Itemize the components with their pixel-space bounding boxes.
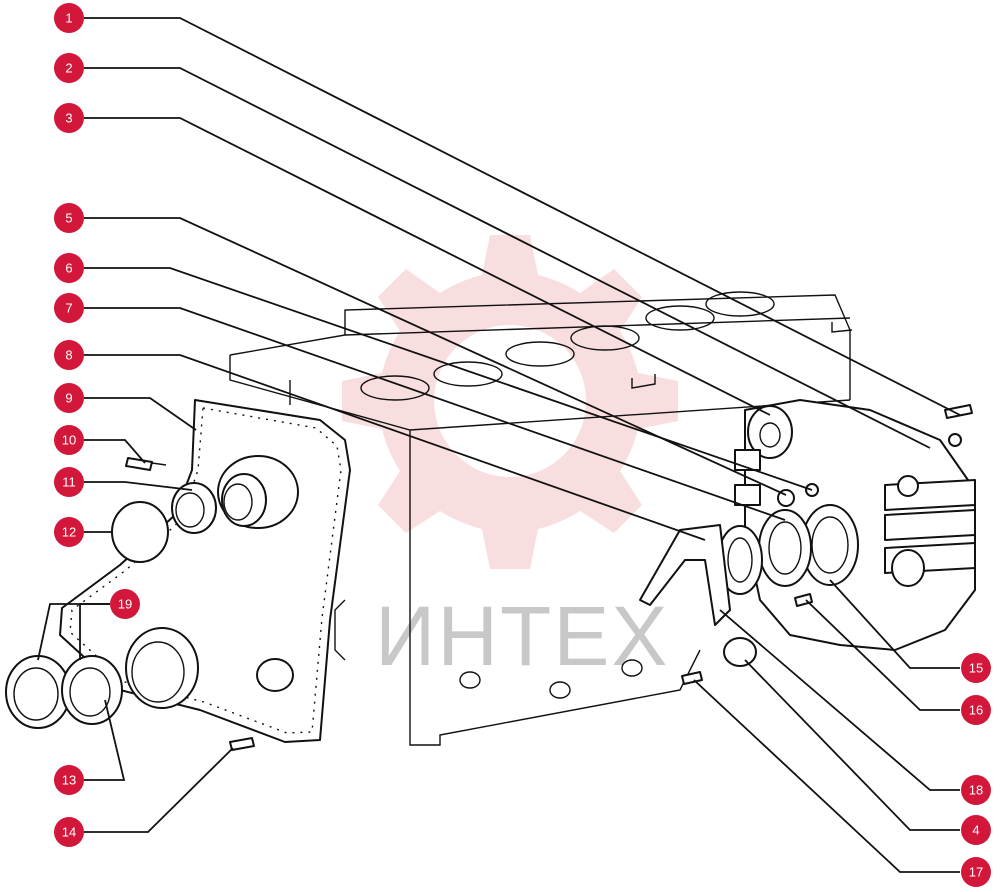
rear-housing [734,399,976,651]
bolt-bottom [229,737,255,751]
svg-text:12: 12 [62,525,76,540]
cap [111,501,169,563]
svg-text:3: 3 [65,111,72,126]
callouts: 1 2 3 5 6 7 8 9 10 11 12 19 13 14 15 16 … [54,3,991,887]
svg-text:6: 6 [65,261,72,276]
svg-text:13: 13 [62,773,76,788]
callout-15: 15 [961,653,991,683]
bolt-small [681,671,703,685]
svg-text:18: 18 [969,783,983,798]
callout-8: 8 [54,340,84,370]
svg-text:9: 9 [65,391,72,406]
callout-17: 17 [961,857,991,887]
callout-14: 14 [54,817,84,847]
svg-text:15: 15 [969,661,983,676]
leader-lines [37,17,961,873]
callout-6: 6 [54,253,84,283]
callout-12: 12 [54,517,84,547]
svg-text:4: 4 [972,823,979,838]
svg-text:7: 7 [65,301,72,316]
gasket-right [639,524,731,626]
watermark: ИНТЕХ [342,235,678,683]
callout-3: 3 [54,103,84,133]
callout-11: 11 [54,467,84,497]
callout-7: 7 [54,293,84,323]
svg-text:11: 11 [62,475,76,490]
rear-parts [639,483,859,685]
svg-text:8: 8 [65,348,72,363]
bolt-left [125,457,153,471]
svg-text:19: 19 [118,597,132,612]
callout-19: 19 [110,589,140,619]
left-parts [5,457,255,751]
sleeve [61,655,123,725]
svg-text:16: 16 [969,703,983,718]
svg-text:14: 14 [62,825,76,840]
bolt-rear [794,593,813,607]
large-ring [125,627,199,709]
seal-large [5,655,71,729]
svg-text:10: 10 [62,433,76,448]
bushing [171,482,217,534]
bolt-right-top [944,404,973,419]
svg-text:17: 17 [969,865,983,880]
callout-2: 2 [54,53,84,83]
callout-18: 18 [961,775,991,805]
callout-10: 10 [54,425,84,455]
watermark-gear-icon [342,235,678,569]
svg-text:5: 5 [65,211,72,226]
callout-1: 1 [54,3,84,33]
watermark-text: ИНТЕХ [375,589,669,683]
callout-13: 13 [54,765,84,795]
cover-small [723,637,757,667]
svg-text:2: 2 [65,61,72,76]
callout-16: 16 [961,695,991,725]
svg-text:1: 1 [65,11,72,26]
callout-9: 9 [54,383,84,413]
callout-4: 4 [961,815,991,845]
callout-5: 5 [54,203,84,233]
